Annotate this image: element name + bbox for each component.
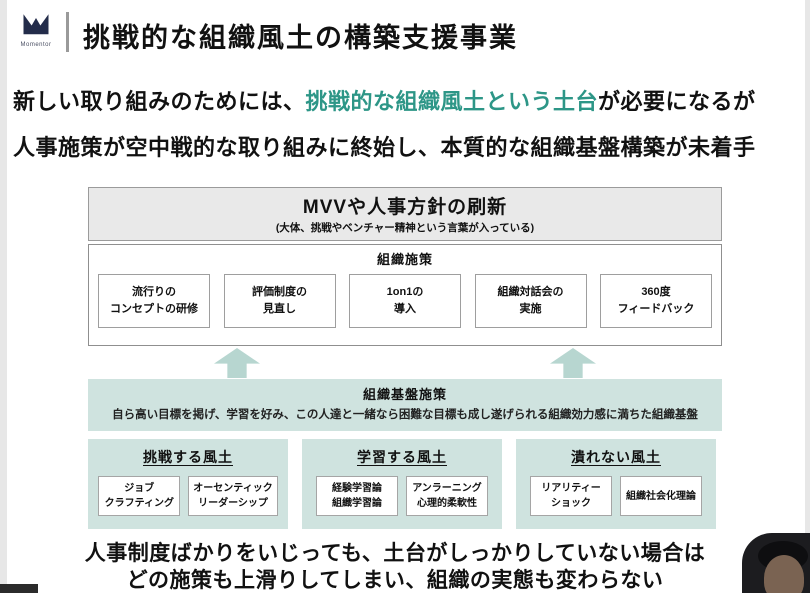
slide-header: Momentor 挑戦的な組織風土の構築支援事業 <box>16 10 518 55</box>
organization-diagram: MVVや人事方針の刷新 (大体、挑戦やベンチャー精神という言葉が入っている) 組… <box>88 187 722 529</box>
foundation-box: 組織基盤施策 自ら高い目標を掲げ、学習を好み、この人達と一緒なら困難な目標も成し… <box>88 379 722 431</box>
org-measure-item: 1on1の 導入 <box>349 274 461 328</box>
culture-item: 組織社会化理論 <box>620 476 702 516</box>
left-edge-bar <box>0 0 7 593</box>
intro-line1-highlight: 挑戦的な組織風土という土台 <box>305 89 599 114</box>
conclusion-line-2: どの施策も上滑りしてしまい、組織の実態も変わらない <box>126 569 664 592</box>
foundation-label: 組織基盤施策 <box>362 387 447 402</box>
mvv-box: MVVや人事方針の刷新 (大体、挑戦やベンチャー精神という言葉が入っている) <box>88 187 722 241</box>
culture-items: リアリティー ショック 組織社会化理論 <box>516 476 716 516</box>
org-measure-item: 360度 フィードバック <box>600 274 712 328</box>
org-measure-item: 組織対話会の 実施 <box>474 274 587 328</box>
presenter-face <box>764 555 804 593</box>
culture-item: ジョブ クラフティング <box>98 476 181 516</box>
culture-item: オーセンティック リーダーシップ <box>188 476 278 516</box>
mvv-subtitle: (大体、挑戦やベンチャー精神という言葉が入っている) <box>275 222 535 234</box>
intro-line-2: 人事施策が空中戦的な取り組みに終始し、本質的な組織基盤構築が未着手 <box>13 135 756 160</box>
up-arrow-icon <box>214 348 260 378</box>
culture-item: リアリティー ショック <box>530 476 612 516</box>
intro-statement: 新しい取り組みのためには、挑戦的な組織風土という土台が必要になるが 人事施策が空… <box>13 84 800 176</box>
page-title: 挑戦的な組織風土の構築支援事業 <box>83 23 518 53</box>
culture-groups: 挑戦する風土 ジョブ クラフティング オーセンティック リーダーシップ 学習する… <box>88 439 722 529</box>
org-measures-box: 組織施策 流行りの コンセプトの研修 評価制度の 見直し 1on1の 導入 組織… <box>88 244 722 346</box>
foundation-description: 自ら高い目標を掲げ、学習を好み、この人達と一緒なら困難な目標も成し遂げられる組織… <box>112 409 698 421</box>
culture-title: 潰れない風土 <box>571 449 661 465</box>
corner-watermark-fragment <box>0 584 38 593</box>
culture-challenge: 挑戦する風土 ジョブ クラフティング オーセンティック リーダーシップ <box>88 439 288 529</box>
conclusion-message: 人事制度ばかりをいじっても、土台がしっかりしていない場合は どの施策も上滑りして… <box>0 540 790 593</box>
org-measure-item: 評価制度の 見直し <box>223 274 336 328</box>
right-edge-bar <box>805 0 810 593</box>
culture-title: 学習する風土 <box>357 449 447 465</box>
presenter-webcam-overlay <box>742 533 810 593</box>
intro-line1-pre: 新しい取り組みのためには、 <box>13 89 306 114</box>
header-divider <box>66 12 69 52</box>
culture-item: 経験学習論 組織学習論 <box>316 476 398 516</box>
up-arrow-icon <box>550 348 596 378</box>
intro-line1-post: が必要になるが <box>598 89 756 114</box>
arrow-row <box>88 346 722 379</box>
org-measures-row: 流行りの コンセプトの研修 評価制度の 見直し 1on1の 導入 組織対話会の … <box>89 268 721 328</box>
org-measure-item: 流行りの コンセプトの研修 <box>98 274 210 328</box>
mvv-title: MVVや人事方針の刷新 <box>302 197 508 218</box>
logo-wordmark: Momentor <box>20 42 52 48</box>
culture-resilience: 潰れない風土 リアリティー ショック 組織社会化理論 <box>516 439 716 529</box>
culture-title: 挑戦する風土 <box>143 449 233 465</box>
momentor-logo-icon <box>21 14 51 40</box>
culture-items: ジョブ クラフティング オーセンティック リーダーシップ <box>88 476 288 516</box>
culture-items: 経験学習論 組織学習論 アンラーニング 心理的柔軟性 <box>302 476 502 516</box>
culture-item: アンラーニング 心理的柔軟性 <box>406 476 488 516</box>
conclusion-line-1: 人事制度ばかりをいじっても、土台がしっかりしていない場合は <box>84 542 706 565</box>
org-measures-label: 組織施策 <box>376 252 433 267</box>
culture-learning: 学習する風土 経験学習論 組織学習論 アンラーニング 心理的柔軟性 <box>302 439 502 529</box>
company-logo: Momentor <box>16 10 56 48</box>
intro-line-1: 新しい取り組みのためには、挑戦的な組織風土という土台が必要になるが <box>13 84 800 116</box>
